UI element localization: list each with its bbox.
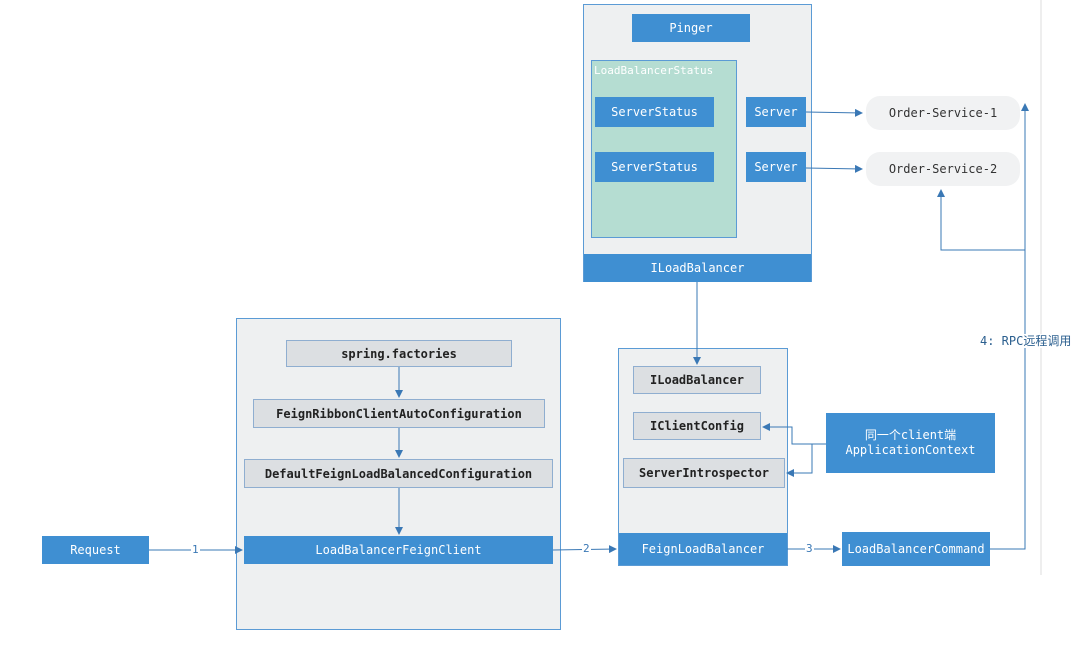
application-context-line-1: 同一个client端 [864, 428, 957, 442]
loadbalancer-status-panel [591, 60, 737, 238]
iloadbalancer-footer: ILoadBalancer [584, 254, 811, 282]
feign-ribbon-client-auto-configuration-box: FeignRibbonClientAutoConfiguration [253, 399, 545, 428]
step-1-label: 1 [191, 543, 200, 556]
order-service-2: Order-Service-2 [866, 152, 1020, 186]
context-to-introspector-arrow [786, 444, 813, 477]
iloadbalancer-ref-box: ILoadBalancer [633, 366, 761, 394]
server1-to-order1-arrow [805, 108, 863, 117]
context-to-iclientconfig-arrow [762, 423, 826, 445]
loadbalancer-command-box: LoadBalancerCommand [842, 532, 990, 566]
server2-to-order2-arrow [805, 164, 863, 173]
default-feign-load-balanced-configuration-box: DefaultFeignLoadBalancedConfiguration [244, 459, 553, 488]
pinger-box: Pinger [632, 14, 750, 42]
loadbalancer-status-label: LoadBalancerStatus [594, 64, 714, 77]
server-status-box-1: ServerStatus [595, 97, 714, 127]
step-2-label: 2 [582, 542, 591, 555]
server-box-1: Server [746, 97, 806, 127]
step-4-rpc-label: 4: RPC远程调用 [979, 334, 1073, 348]
server-introspector-box: ServerIntrospector [623, 458, 785, 488]
loadbalancer-feign-client-box: LoadBalancerFeignClient [244, 536, 553, 564]
request-box: Request [42, 536, 149, 564]
spring-factories-box: spring.factories [286, 340, 512, 367]
server-status-box-2: ServerStatus [595, 152, 714, 182]
server-box-2: Server [746, 152, 806, 182]
iclientconfig-box: IClientConfig [633, 412, 761, 440]
order-service-1: Order-Service-1 [866, 96, 1020, 130]
application-context-box: 同一个client端 ApplicationContext [826, 413, 995, 473]
application-context-line-2: ApplicationContext [845, 443, 976, 457]
rpc-call-line [937, 189, 1026, 550]
step-3-label: 3 [805, 542, 814, 555]
feign-loadbalancer-box: FeignLoadBalancer [619, 533, 787, 565]
